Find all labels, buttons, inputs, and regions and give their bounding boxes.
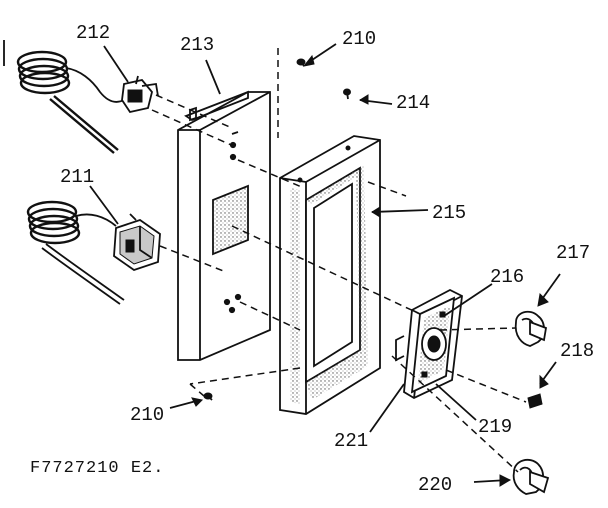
control-plate-drawing [395, 288, 463, 400]
label-212: 212 [76, 22, 110, 44]
label-211: 211 [60, 166, 94, 188]
knob-217-drawing [514, 310, 548, 347]
label-216: 216 [490, 266, 524, 288]
label-210-top: 210 [342, 28, 376, 50]
label-214: 214 [396, 92, 430, 114]
bracket-213-drawing [177, 90, 271, 361]
label-220: 220 [418, 474, 452, 496]
screw-210-top-drawing [296, 58, 306, 67]
screw-218-drawing [527, 393, 543, 409]
drawing-code: F7727210 E2. [30, 459, 164, 478]
thermostat-212-drawing [16, 50, 159, 154]
label-210-bottom: 210 [130, 404, 164, 426]
label-215: 215 [432, 202, 466, 224]
thermostat-211-drawing [26, 200, 161, 305]
screw-210-bottom-drawing [203, 392, 213, 401]
knob-220-drawing [512, 458, 550, 495]
assembly-lines [151, 48, 527, 473]
frame-215-drawing [279, 135, 381, 415]
part-labels: 212 213 210 214 211 215 216 217 218 210 … [60, 22, 594, 496]
label-219: 219 [478, 416, 512, 438]
label-221: 221 [334, 430, 368, 452]
screw-214-drawing [343, 88, 351, 100]
leader-lines [89, 43, 561, 487]
label-217: 217 [556, 242, 590, 264]
label-213: 213 [180, 34, 214, 56]
label-218: 218 [560, 340, 594, 362]
